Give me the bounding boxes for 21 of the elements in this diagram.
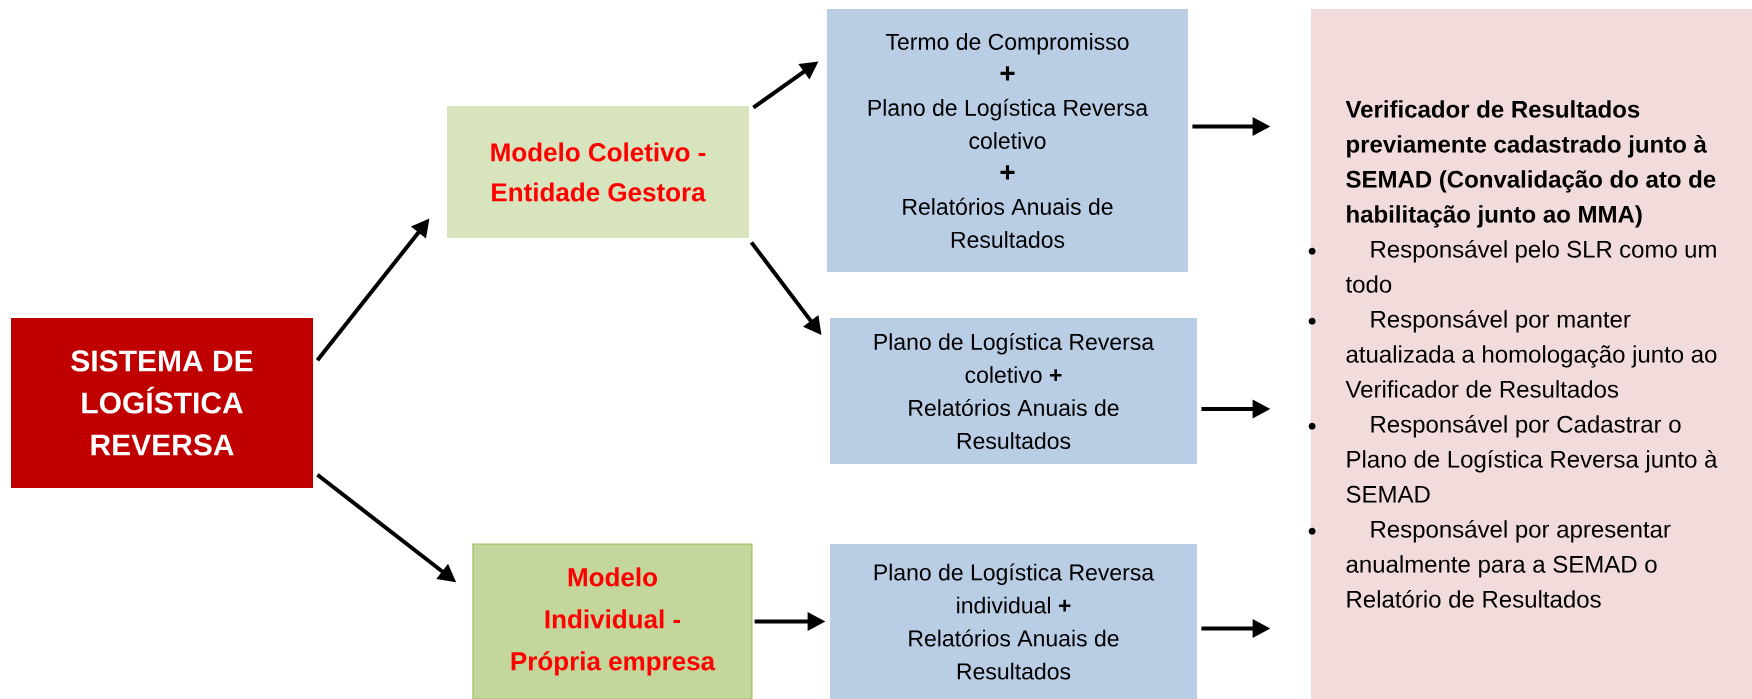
model-box: Modelo Individual - Própria empresa [472, 543, 753, 699]
bullet-text: Responsável por manter atualizada a homologação junto ao Verificador de Resultados [1345, 309, 1717, 398]
box-text: Relatórios Anuais de Resultados [909, 398, 1119, 450]
document-box [830, 318, 1197, 464]
info-panel [1308, 9, 1752, 699]
bullet-text: Responsável por Cadastrar o Plano de Logística Reversa junto à SEMAD [1346, 414, 1718, 503]
box-text: Plano de Logística Reversa coletivo + [874, 332, 1155, 384]
plus-sign: + [1000, 165, 1015, 180]
system-box: SISTEMA DE LOGÍSTICA REVERSA [11, 318, 313, 488]
bullet-text: Responsável por apresentar anualmente para a SEMAD o Relatório de Resultados [1346, 519, 1671, 608]
plus-sign: + [1000, 66, 1015, 81]
box-text: Termo de Compromisso [885, 33, 1129, 55]
box-text: Relatórios Anuais de Resultados [909, 629, 1119, 680]
box-text: Plano de Logística Reversa individual + [874, 563, 1155, 614]
document-box [830, 544, 1197, 699]
model-box: Modelo Coletivo - Entidade Gestora [447, 106, 749, 238]
bullet-text: Responsável pelo SLR como um todo [1345, 239, 1716, 293]
box-text: Plano de Logística Reversa coletivo [868, 98, 1149, 149]
panel-heading: Verificador de Resultados previamente cadastrado junto à SEMAD (Convalidação do ato de habilitação junto ao MMA) [1345, 100, 1716, 228]
box-text: Relatórios Anuais de Resultados [903, 197, 1113, 248]
document-box [827, 9, 1188, 272]
